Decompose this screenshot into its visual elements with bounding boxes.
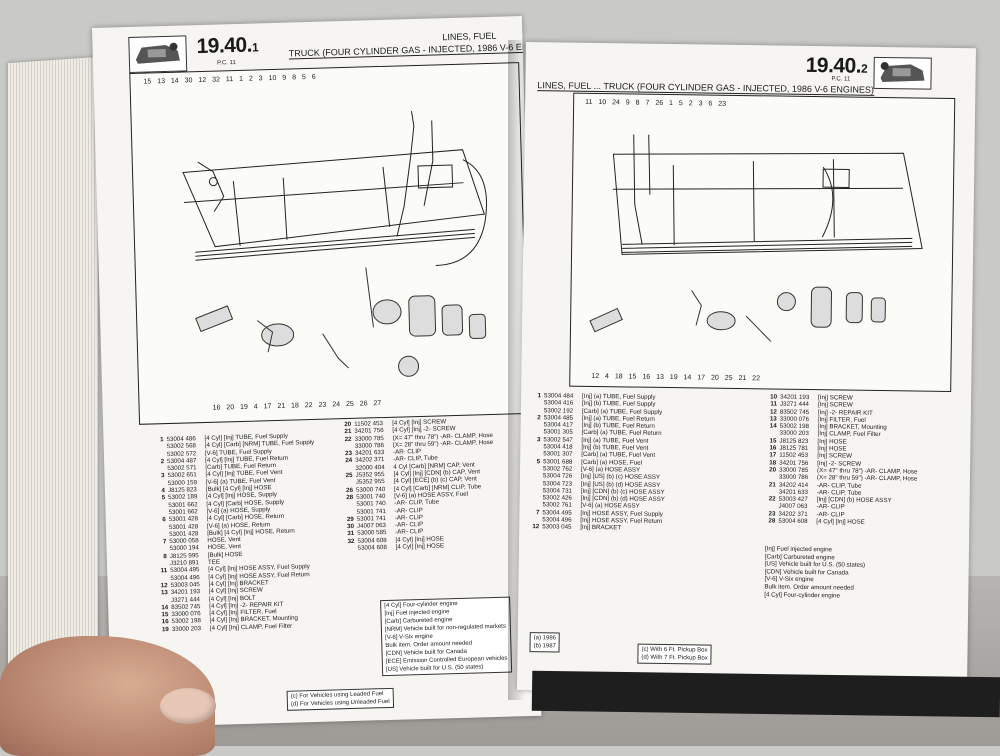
ref-number: 5 <box>536 457 541 465</box>
fuel-tank-car-icon <box>128 35 188 73</box>
page-stack-edge <box>8 56 98 694</box>
ref-number: 1 <box>537 392 542 400</box>
ref-number: 23 <box>768 510 776 518</box>
ref-number: 28 <box>768 517 776 525</box>
ref-number <box>345 545 355 553</box>
footnotes-right: (c) With 6 Ft. Pickup Box(d) With 7 Ft. … <box>637 643 712 665</box>
ref-number <box>765 503 775 510</box>
fuel-lines-diagram <box>129 62 529 425</box>
ref-number: 22 <box>768 495 776 503</box>
part-description: [4 Cyl] [Inj] HOSE <box>395 542 445 551</box>
ref-number: 15 <box>769 437 777 445</box>
ref-number: 17 <box>769 451 777 459</box>
part-description: [Bulk] HOSE <box>207 550 243 559</box>
ref-number <box>531 399 541 406</box>
heading-top: LINES, FUEL <box>442 30 497 43</box>
ref-number <box>766 488 776 495</box>
footnote-line: (d) With 7 Ft. Pickup Box <box>641 654 708 662</box>
fuel-tank-car-icon <box>873 56 932 90</box>
part-description: [Inj] BRACKET <box>580 524 622 532</box>
ref-number: 18 <box>769 459 777 467</box>
part-number: 53003 045 <box>542 523 572 532</box>
pc-label-right: P.C. 11 <box>831 76 851 83</box>
ref-number <box>530 487 540 494</box>
ref-number <box>530 472 540 479</box>
ref-number <box>530 443 540 450</box>
year-notes: (a) 1986(b) 1987 <box>529 632 561 653</box>
ref-number: 7 <box>535 508 540 516</box>
part-description: [4 Cyl] [Inj] CLAMP, Fuel Filter <box>209 622 293 632</box>
part-description: [4 Cyl] [Inj] HOSE <box>816 518 865 526</box>
fuel-lines-diagram-right <box>569 92 956 392</box>
legend-line: [4 Cyl] Four-cylinder engine <box>764 590 841 599</box>
part-number: 53004 608 <box>778 517 808 526</box>
page-heading: TRUCK (FOUR CYLINDER GAS - INJECTED, 198… <box>288 40 542 60</box>
ref-number <box>530 465 540 472</box>
right-page: 19.40.2 P.C. 11 LINES, FUEL ... TRUCK (F… <box>516 42 976 697</box>
ref-number: 3 <box>536 435 541 444</box>
ref-number <box>767 430 777 437</box>
ref-number: 12 <box>532 523 540 531</box>
footnote-line: (d) For Vehicles using Unleaded Fuel <box>290 698 390 708</box>
ref-number: 19 <box>161 625 169 633</box>
dark-binder-strip <box>531 670 1000 718</box>
footnotes: (c) For Vehicles using Leaded Fuel(d) Fo… <box>286 687 394 711</box>
ref-number <box>529 502 539 509</box>
pc-label: P.C. 11 <box>216 59 236 67</box>
part-number: 53004 608 <box>357 544 387 552</box>
year-note-line: (b) 1987 <box>533 643 556 650</box>
section-number-right: 19.40.2 <box>805 53 868 78</box>
legend-box: [4 Cyl] Four-cylinder engine[Inj] Fuel i… <box>380 596 512 677</box>
left-page: 19.40.1 P.C. 11 LINES, FUEL TRUCK (FOUR … <box>92 15 542 728</box>
thumb <box>160 688 216 724</box>
ref-number <box>530 450 540 457</box>
legend-right: [Inj] Fuel injected engine[Carb] Carbure… <box>764 545 865 600</box>
section-number: 19.40.1 <box>196 33 259 59</box>
ref-number: 20 <box>769 466 777 474</box>
ref-number: 16 <box>769 444 777 452</box>
part-number: 33000 203 <box>171 624 202 633</box>
ref-number: 14 <box>769 422 777 430</box>
ref-number <box>530 480 540 487</box>
ref-number <box>529 516 539 523</box>
ref-number: 21 <box>768 480 776 489</box>
ref-number <box>530 494 540 501</box>
ref-number <box>766 474 776 481</box>
